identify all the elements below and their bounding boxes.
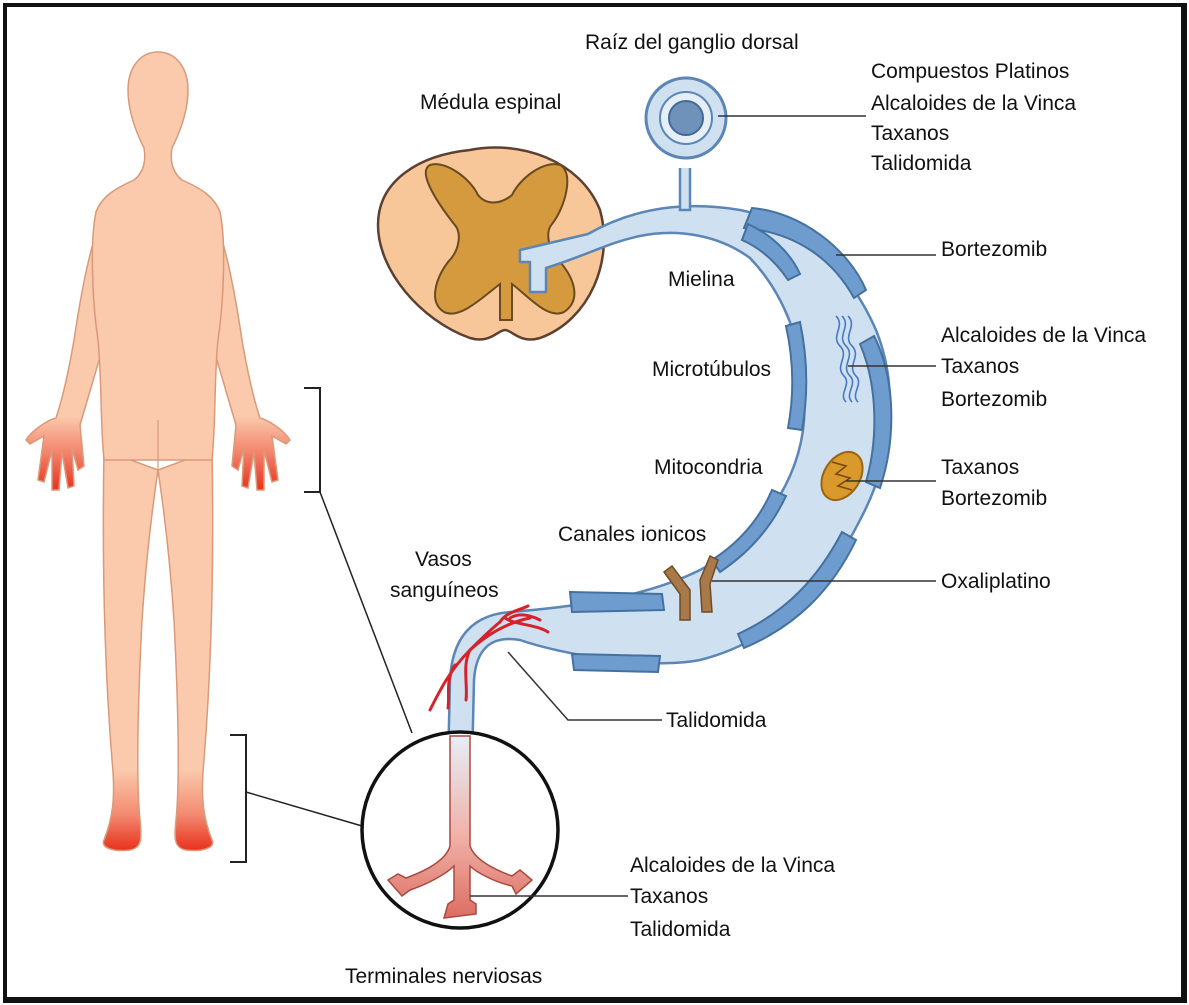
legs xyxy=(103,450,212,851)
drug-label: Taxanos xyxy=(871,122,949,145)
terminal-inset xyxy=(362,732,558,928)
drug-label: Bortezomib xyxy=(941,487,1047,510)
drug-list-terminals: Alcaloides de la Vinca Taxanos Talidomid… xyxy=(630,854,835,941)
label-nerve-terminals: Terminales nerviosas xyxy=(345,965,542,988)
label-mitochondria: Mitocondria xyxy=(654,456,763,479)
drug-label: Taxanos xyxy=(941,456,1019,479)
label-ion-channels: Canales ionicos xyxy=(558,523,706,546)
drug-label: Compuestos Platinos xyxy=(871,60,1069,83)
hand-leader-line xyxy=(320,492,412,733)
drug-label: Taxanos xyxy=(630,885,708,908)
drug-label: Talidomida xyxy=(871,152,972,175)
drug-list-ion-channels: Oxaliplatino xyxy=(941,570,1051,593)
label-microtubules: Microtúbulos xyxy=(652,358,771,381)
drug-list-vessels: Talidomida xyxy=(666,709,767,732)
drug-label: Alcaloides de la Vinca xyxy=(941,324,1146,347)
drug-list-microtubules: Alcaloides de la Vinca Taxanos Bortezomi… xyxy=(941,324,1146,411)
foot-leader-line xyxy=(246,792,362,826)
hand-bracket xyxy=(304,388,320,492)
human-body xyxy=(26,52,290,851)
label-blood-vessels-2: sanguíneos xyxy=(390,579,499,602)
drg-nucleus xyxy=(669,101,703,135)
drug-list-drg: Compuestos Platinos Alcaloides de la Vin… xyxy=(871,60,1076,175)
label-myelin: Mielina xyxy=(668,268,735,291)
foot-bracket xyxy=(230,735,246,862)
drug-list-myelin: Bortezomib xyxy=(941,238,1047,261)
label-spinal-cord: Médula espinal xyxy=(420,91,561,114)
drug-label: Alcaloides de la Vinca xyxy=(630,854,835,877)
label-blood-vessels-1: Vasos xyxy=(415,548,472,571)
drug-list-mitochondria: Taxanos Bortezomib xyxy=(941,456,1047,510)
drug-label: Oxaliplatino xyxy=(941,570,1051,593)
drug-label: Bortezomib xyxy=(941,388,1047,411)
drug-label: Talidomida xyxy=(666,709,767,732)
drug-label: Taxanos xyxy=(941,355,1019,378)
torso-head xyxy=(92,52,223,460)
drug-label: Alcaloides de la Vinca xyxy=(871,92,1076,115)
label-drg: Raíz del ganglio dorsal xyxy=(585,31,799,54)
drug-label: Talidomida xyxy=(630,918,731,941)
drug-label: Bortezomib xyxy=(941,238,1047,261)
